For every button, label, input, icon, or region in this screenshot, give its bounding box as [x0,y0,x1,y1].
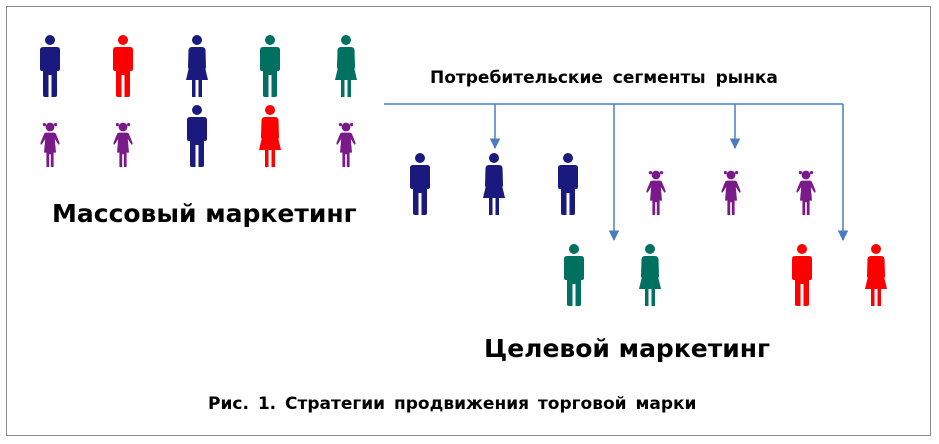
segments-heading: Потребительские сегменты рынка [430,68,778,88]
man-icon [113,35,133,97]
segment-connectors [384,103,849,242]
woman-icon [865,244,887,306]
woman-icon [639,244,661,306]
girl-icon [40,122,60,167]
target-marketing-label: Целевой маркетинг [484,334,771,363]
man-icon [564,244,584,306]
girl-icon [721,170,741,215]
girl-icon [336,122,356,167]
girl-icon [796,170,816,215]
mass-marketing-label: Массовый маркетинг [52,199,357,228]
man-icon [260,35,280,97]
girl-icon [646,170,666,215]
figure-frame [6,6,931,436]
man-icon [410,153,430,215]
woman-icon [259,105,281,167]
woman-icon [335,35,357,97]
man-icon [792,244,812,306]
woman-icon [483,153,505,215]
woman-icon [186,35,208,97]
girl-icon [113,122,133,167]
man-icon [40,35,60,97]
figure-caption: Рис. 1. Стратегии продвижения торговой м… [208,394,697,414]
man-icon [187,105,207,167]
man-icon [558,153,578,215]
